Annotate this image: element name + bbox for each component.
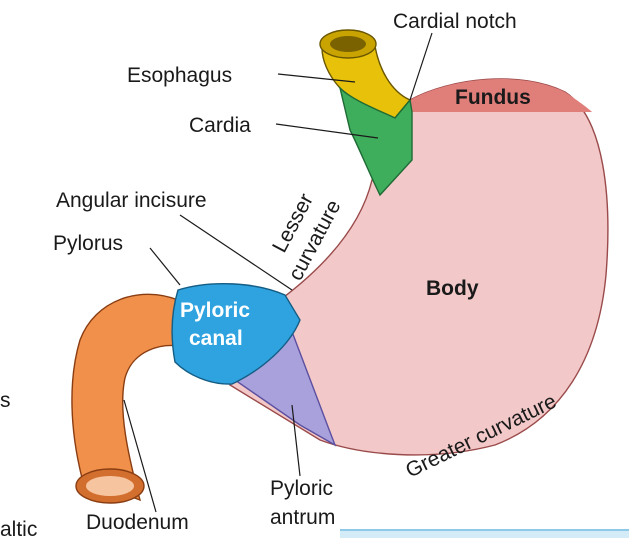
label-pyloric-antrum-line1: Pyloric	[270, 477, 333, 500]
cardia-region	[338, 85, 413, 197]
label-fundus: Fundus	[455, 86, 531, 109]
label-angular-incisure: Angular incisure	[56, 189, 207, 212]
label-pyloric-canal-line2: canal	[189, 327, 243, 350]
leader-duodenum	[123, 399, 157, 513]
leader-pylorus	[149, 247, 181, 286]
bottom-bar	[340, 529, 629, 538]
fundus-region	[410, 78, 592, 112]
cut-off-text-2: altic	[0, 518, 37, 538]
pyloric-canal-region	[171, 283, 301, 385]
label-esophagus: Esophagus	[127, 64, 232, 87]
label-pyloric-antrum-line2: antrum	[270, 506, 335, 529]
leader-cardia	[275, 123, 379, 139]
stomach-body	[229, 78, 609, 456]
leader-angular-incisure	[179, 214, 293, 291]
leader-cardial-notch	[409, 32, 433, 101]
label-body: Body	[426, 277, 479, 300]
label-pylorus: Pylorus	[53, 232, 123, 255]
leader-pyloric-antrum	[291, 404, 301, 477]
cut-off-text-1: s	[0, 389, 11, 412]
duodenum	[71, 293, 191, 504]
label-duodenum: Duodenum	[86, 511, 189, 534]
label-cardia: Cardia	[189, 114, 251, 137]
leader-esophagus	[277, 73, 356, 83]
label-pyloric-canal-line1: Pyloric	[180, 299, 250, 322]
label-cardial-notch: Cardial notch	[393, 10, 517, 33]
leader-lines	[123, 32, 433, 513]
esophagus	[319, 29, 412, 119]
